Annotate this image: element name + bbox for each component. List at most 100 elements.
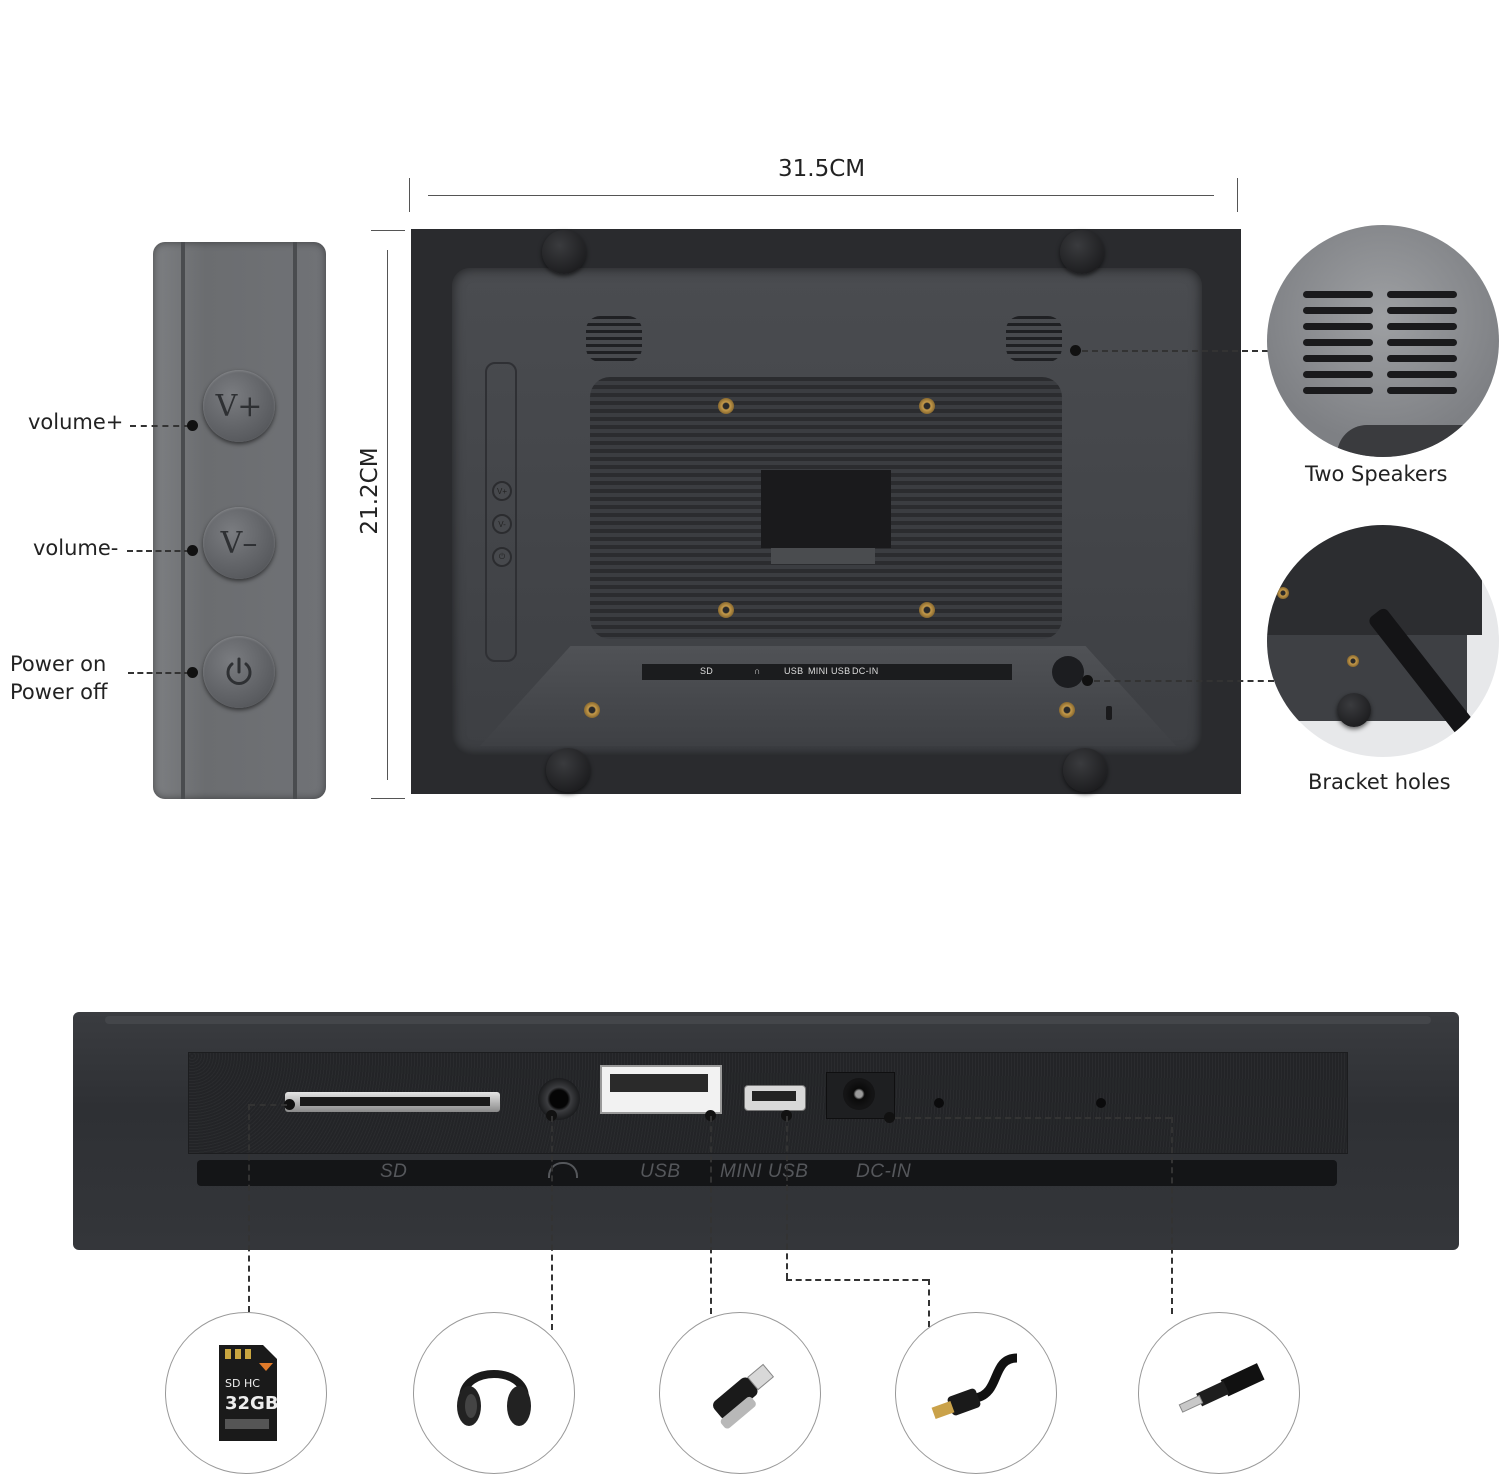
bracket-screw-right <box>1059 702 1075 718</box>
speaker-slot <box>1303 307 1373 314</box>
vesa-screw-bottom-right <box>919 602 935 618</box>
sd-card-capacity: 32GB <box>225 1393 279 1414</box>
product-label-area <box>761 470 891 548</box>
sd-card-slot-opening <box>300 1097 490 1106</box>
sd-leader-dot <box>284 1099 295 1110</box>
back-volume-up-button[interactable]: V+ <box>492 481 512 501</box>
mini-usb-leader-v1 <box>786 1116 788 1279</box>
mini-usb-cable-icon <box>931 1353 1018 1420</box>
speaker-vent-left <box>586 316 642 362</box>
bracket-detail-screw-lower <box>1347 655 1359 667</box>
volume-down-button[interactable]: V– <box>203 507 275 579</box>
headphones-icon <box>457 1370 531 1426</box>
mini-usb-cable-accessory <box>895 1312 1057 1474</box>
dc-plug-accessory <box>1138 1312 1300 1474</box>
back-port-dc-in: DC-IN <box>852 666 879 676</box>
headphones-accessory <box>413 1312 575 1474</box>
height-dimension-label: 21.2CM <box>357 447 383 535</box>
back-volume-down-button[interactable]: V- <box>492 514 512 534</box>
back-power-button[interactable]: ⏻ <box>492 547 512 567</box>
back-port-usb: USB <box>784 666 804 676</box>
speaker-slot <box>1387 339 1457 346</box>
pinhole-left <box>934 1098 944 1108</box>
speaker-slot <box>1303 323 1373 330</box>
volume-up-button[interactable]: V+ <box>203 370 275 442</box>
bracket-callout-label: Bracket holes <box>1308 770 1451 794</box>
power-leader-dot <box>187 667 198 678</box>
speaker-slot <box>1387 307 1457 314</box>
width-dimension-tick-left <box>409 178 410 212</box>
speaker-slot <box>1387 355 1457 362</box>
product-label-tab <box>771 548 875 564</box>
power-button[interactable] <box>203 636 275 708</box>
volume-up-glyph: V+ <box>215 388 263 424</box>
back-port-sd: SD <box>700 666 714 676</box>
height-dimension-tick-top <box>371 230 405 231</box>
sd-card-icon: SD HC 32GB <box>219 1345 279 1441</box>
speaker-slot <box>1303 355 1373 362</box>
headphone-leader-dot <box>546 1110 557 1121</box>
speaker-slot <box>1387 387 1457 394</box>
height-dimension-tick-bottom <box>371 798 405 799</box>
volume-up-leader <box>130 425 190 427</box>
vesa-screw-top-left <box>718 398 734 414</box>
bracket-leader <box>1094 680 1274 682</box>
headphone-icon-label <box>548 1162 578 1178</box>
stand-knob-top-right <box>1060 230 1104 274</box>
pinhole-right <box>1096 1098 1106 1108</box>
strip-groove-right <box>293 242 297 799</box>
usb-port-tongue <box>610 1074 708 1092</box>
port-label-sd: SD <box>380 1161 408 1182</box>
usb-drive-icon <box>713 1363 775 1429</box>
power-leader <box>128 672 190 674</box>
vesa-screw-top-right <box>919 398 935 414</box>
speaker-detail-circle <box>1267 225 1499 457</box>
bracket-screw-left <box>584 702 600 718</box>
mini-usb-port-opening <box>752 1091 796 1101</box>
stand-knob-bottom-right <box>1063 748 1107 792</box>
mini-usb-leader-v2 <box>928 1279 930 1327</box>
sd-leader-h <box>249 1104 287 1106</box>
mini-usb-leader-dot <box>781 1110 792 1121</box>
back-port-mini-usb: MINI USB <box>808 666 851 676</box>
headphone-jack[interactable] <box>538 1078 580 1120</box>
bracket-detail-knob <box>1337 693 1371 727</box>
mini-usb-leader-h <box>786 1279 928 1281</box>
vesa-screw-bottom-left <box>718 602 734 618</box>
volume-down-leader-dot <box>187 545 198 556</box>
dc-leader-h <box>895 1117 1171 1119</box>
dc-in-hole <box>843 1078 875 1110</box>
speaker-vent-right <box>1006 316 1062 362</box>
speaker-slot <box>1387 291 1457 298</box>
headphone-leader-v <box>551 1116 553 1330</box>
back-port-label-bar: SD ∩ USB MINI USB DC-IN <box>642 664 1012 680</box>
sd-card-accessory: SD HC 32GB <box>165 1312 327 1474</box>
width-dimension-label: 31.5CM <box>778 156 866 182</box>
speaker-frame-edge <box>1337 425 1499 457</box>
side-button-strip: V+ V– <box>153 242 326 799</box>
port-label-dc-in: DC-IN <box>856 1161 912 1182</box>
bracket-knob-hole <box>1052 656 1084 688</box>
speaker-slot <box>1303 371 1373 378</box>
volume-up-label: volume+ <box>28 410 124 434</box>
svg-text:SD HC: SD HC <box>225 1377 260 1390</box>
volume-up-leader-dot <box>187 420 198 431</box>
volume-down-glyph: V– <box>220 525 258 561</box>
sd-leader-v <box>248 1104 250 1312</box>
bracket-leader-dot <box>1082 675 1093 686</box>
power-icon <box>226 657 252 685</box>
width-dimension-tick-right <box>1237 178 1238 212</box>
port-label-mini-usb: MINI USB <box>720 1161 809 1182</box>
volume-down-leader <box>127 550 190 552</box>
speaker-slot <box>1303 339 1373 346</box>
volume-down-label: volume- <box>33 536 119 560</box>
speakers-callout-label: Two Speakers <box>1305 462 1448 486</box>
stand-knob-bottom-left <box>546 748 590 792</box>
bracket-detail-screw <box>1277 587 1289 599</box>
power-label: Power on Power off <box>10 652 108 704</box>
speaker-leader <box>1082 350 1298 352</box>
speaker-slot <box>1303 291 1373 298</box>
height-dimension-line <box>387 250 388 780</box>
back-button-slot <box>485 362 517 662</box>
usb-drive-accessory <box>659 1312 821 1474</box>
